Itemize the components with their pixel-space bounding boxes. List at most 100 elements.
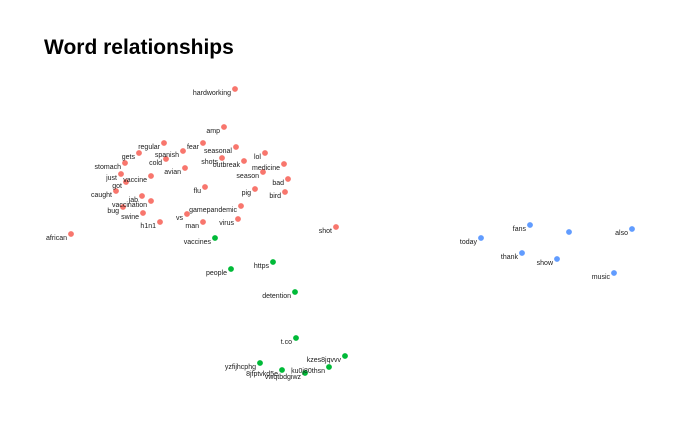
word-label: spanish <box>155 152 179 159</box>
word-label: https <box>254 263 270 270</box>
word-label: jab <box>128 197 138 204</box>
word-node <box>200 140 206 146</box>
word-node <box>238 203 244 209</box>
word-node <box>212 235 218 241</box>
word-label: vaccination <box>112 202 147 209</box>
word-label: seasonal <box>204 148 232 155</box>
word-node <box>140 210 146 216</box>
word-node <box>120 204 126 210</box>
points-layer <box>68 86 635 376</box>
word-label: amp <box>206 128 220 135</box>
word-label: today <box>460 239 478 246</box>
word-node <box>302 370 308 376</box>
word-label: caught <box>91 192 112 199</box>
word-node <box>180 148 186 154</box>
word-node <box>235 216 241 222</box>
word-node <box>252 186 258 192</box>
word-node <box>611 270 617 276</box>
word-node <box>293 335 299 341</box>
word-label: kzes8jqvvv <box>307 357 342 364</box>
word-node <box>228 266 234 272</box>
word-label: bug <box>107 208 119 215</box>
word-node <box>241 158 247 164</box>
word-node <box>260 169 266 175</box>
word-node <box>527 222 533 228</box>
word-label: regular <box>138 144 160 151</box>
word-node <box>148 173 154 179</box>
word-label: detention <box>262 293 291 300</box>
word-node <box>279 367 285 373</box>
word-node <box>163 156 169 162</box>
word-label: show <box>537 260 554 267</box>
word-node <box>285 176 291 182</box>
word-node <box>554 256 560 262</box>
word-node <box>233 144 239 150</box>
word-label: h1n1 <box>140 223 156 230</box>
word-label: gets <box>122 154 136 161</box>
word-node <box>566 229 572 235</box>
word-label: people <box>206 270 227 277</box>
word-node <box>219 155 225 161</box>
word-label <box>537 233 565 240</box>
word-node <box>200 219 206 225</box>
word-node <box>629 226 635 232</box>
word-node <box>342 353 348 359</box>
word-node <box>478 235 484 241</box>
word-label: bad <box>272 180 284 187</box>
word-node <box>136 150 142 156</box>
word-node <box>139 193 145 199</box>
word-label: african <box>46 235 67 242</box>
word-node <box>122 160 128 166</box>
word-label: avian <box>164 169 181 176</box>
word-label: also <box>615 230 628 237</box>
word-node <box>161 140 167 146</box>
labels-layer: hardworking amp regular fear seasonal spanish… <box>46 90 628 381</box>
word-label: flu <box>194 188 202 195</box>
word-node <box>202 184 208 190</box>
word-label: thank <box>501 254 519 261</box>
word-label: shot <box>319 228 332 235</box>
word-node <box>282 189 288 195</box>
word-label: got <box>112 183 122 190</box>
word-label: season <box>236 173 259 180</box>
word-node <box>262 150 268 156</box>
word-label: vs <box>176 215 184 222</box>
word-label: hardworking <box>193 90 231 97</box>
word-label: gamepandemic <box>189 207 237 214</box>
word-label: yzfijhcphg <box>225 364 256 371</box>
word-node <box>221 124 227 130</box>
word-label: music <box>592 274 611 281</box>
word-node <box>182 165 188 171</box>
word-node <box>333 224 339 230</box>
word-node <box>157 219 163 225</box>
word-node <box>270 259 276 265</box>
word-label: stomach <box>95 164 122 171</box>
word-label: medicine <box>252 165 280 172</box>
word-node <box>281 161 287 167</box>
word-node <box>519 250 525 256</box>
word-label: vwqtbdgiwz <box>265 374 302 381</box>
word-node <box>232 86 238 92</box>
word-node <box>68 231 74 237</box>
word-label: pig <box>242 190 251 197</box>
word-label: man <box>185 223 199 230</box>
word-label: virus <box>219 220 234 227</box>
word-label: bird <box>269 193 281 200</box>
word-node <box>292 289 298 295</box>
word-label: lol <box>254 154 261 161</box>
word-node <box>148 198 154 204</box>
word-label: ku0j80thsn <box>291 368 325 375</box>
word-label: cold <box>149 160 162 167</box>
word-node <box>184 211 190 217</box>
word-node <box>123 179 129 185</box>
word-node <box>113 188 119 194</box>
word-label: 8jfptvkd5e <box>246 371 278 378</box>
word-node <box>118 171 124 177</box>
word-label: shots <box>201 159 218 166</box>
word-label: fear <box>187 144 200 151</box>
word-label: fans <box>513 226 527 233</box>
word-label: vaccine <box>123 177 147 184</box>
word-label: outbreak <box>213 162 241 169</box>
word-label: swine <box>121 214 139 221</box>
